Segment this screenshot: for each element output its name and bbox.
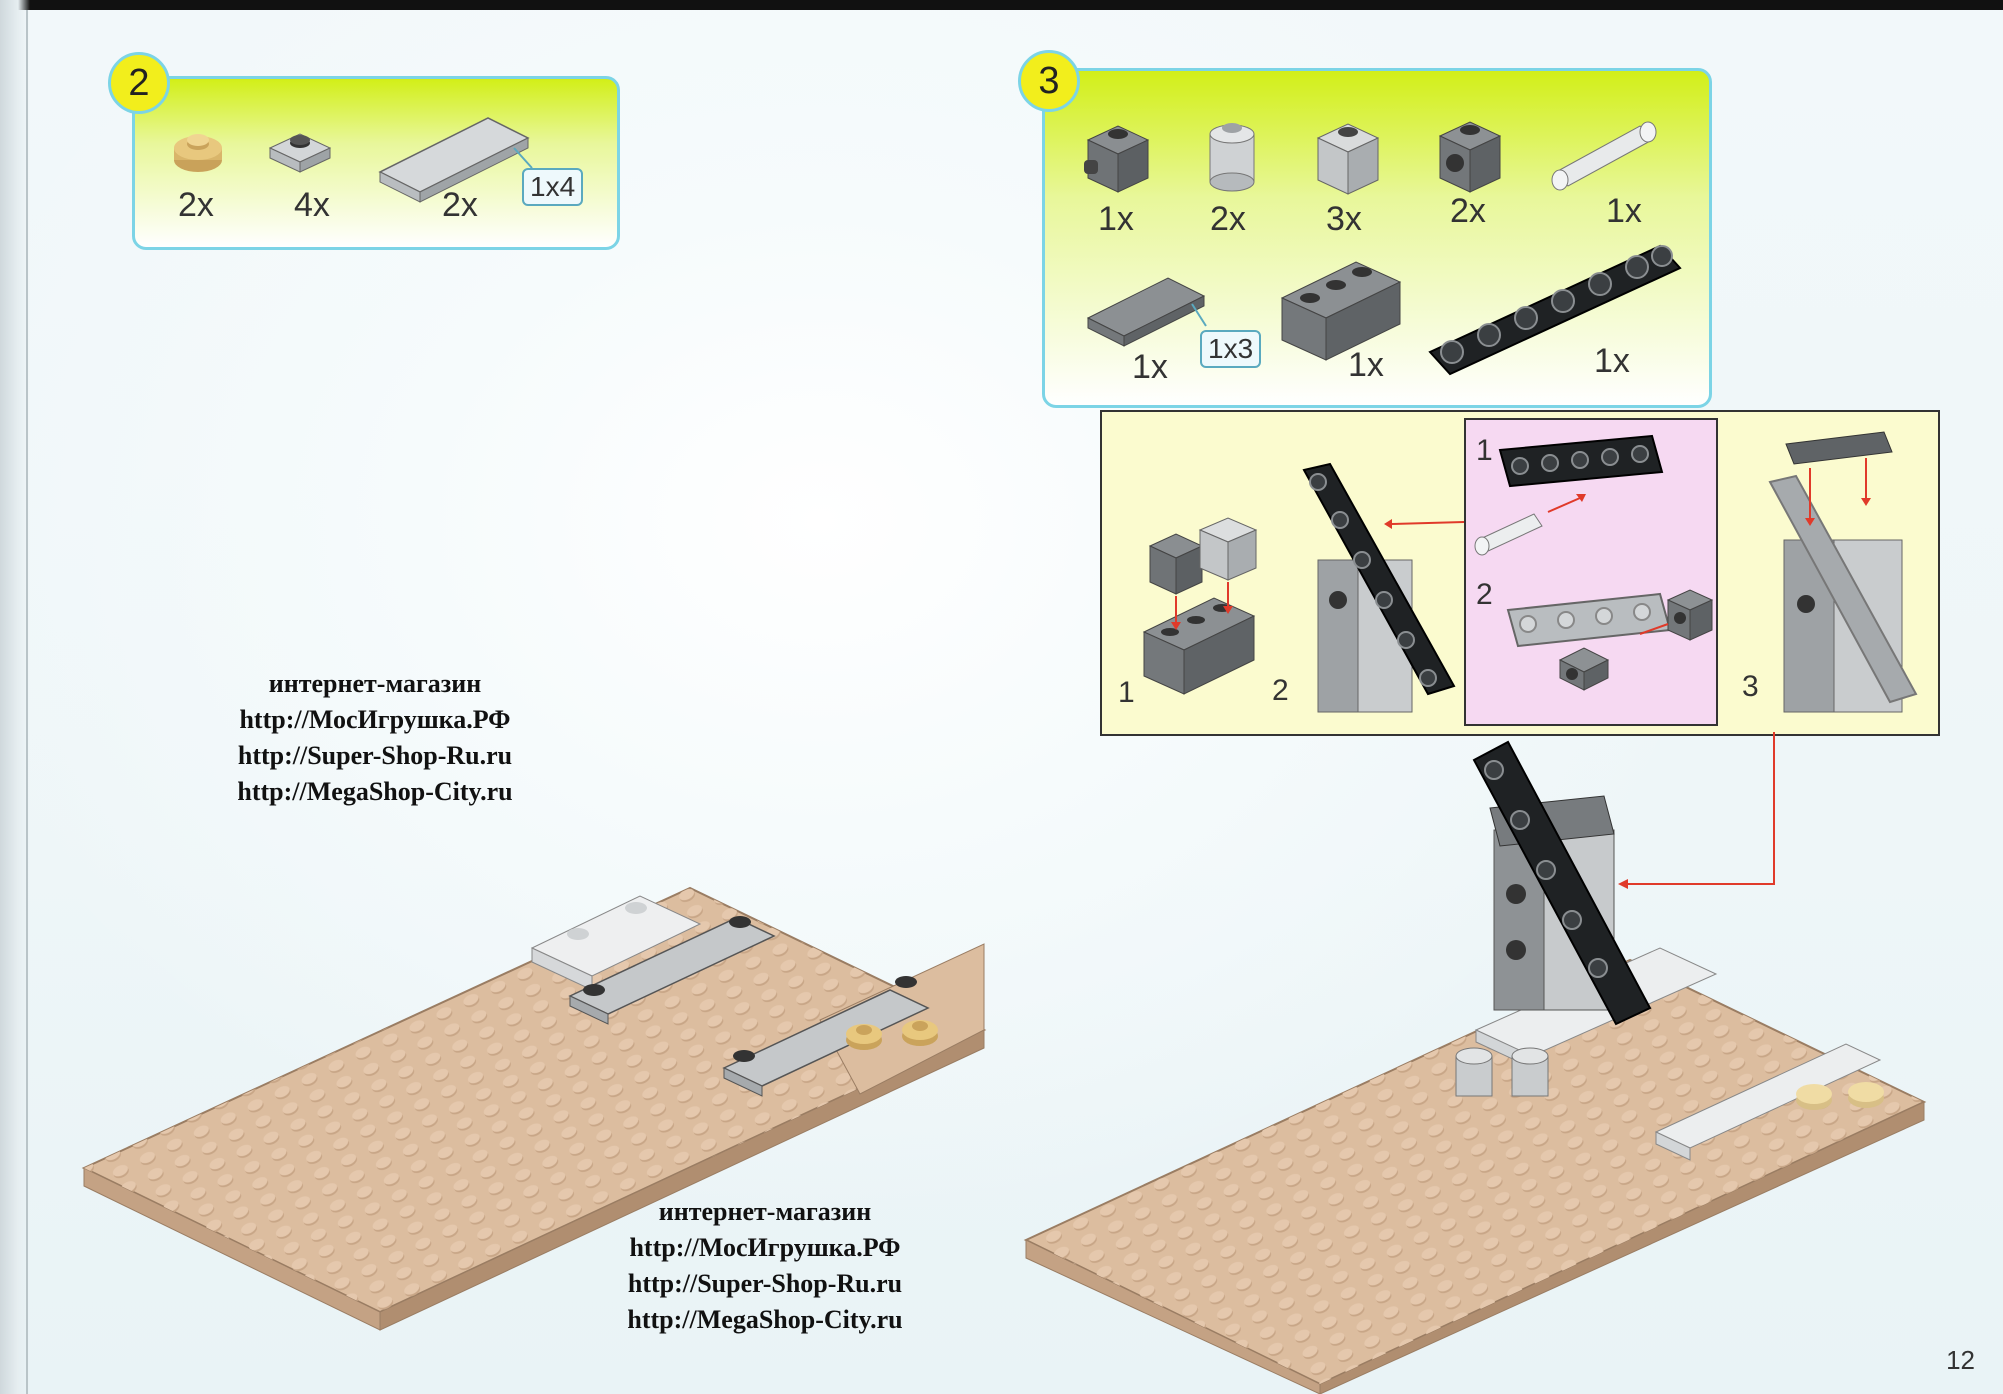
step-3-qty-2: 2x (1210, 200, 1246, 238)
step-2-baseplate-model (81, 886, 987, 1331)
step-3-qty-4: 2x (1450, 192, 1486, 230)
scan-top-edge (0, 0, 2003, 10)
subassembly-3-tower (1768, 431, 1918, 713)
tile-1x3-dark-icon (1086, 277, 1207, 347)
step-3-badge: 3 (1018, 50, 1080, 112)
step-3-parts-box (1042, 68, 1712, 408)
tile-1x4-gray-icon (378, 117, 533, 203)
round-brick-1x1-gray-icon (1209, 123, 1255, 192)
subassembly-2-tower (1302, 462, 1465, 713)
brick-1x1-gray-icon (1316, 123, 1380, 195)
subassembly-pink-beam-pin (1474, 434, 1714, 691)
step-2-qty-3: 2x (442, 186, 478, 224)
brick-1x1-clip-dark-icon (1084, 125, 1150, 193)
step-2-badge: 2 (108, 52, 170, 114)
shop-info-block-1: интернет-магазин http://МосИгрушка.РФ ht… (190, 666, 560, 810)
step-3-qty-3: 3x (1326, 200, 1362, 238)
step-3-size-callout: 1x3 (1200, 330, 1262, 368)
technic-beam-7-black-icon (1428, 244, 1682, 376)
technic-pin-icon (1551, 121, 1657, 191)
page-gutter (0, 0, 30, 1394)
step-3-qty-6: 1x (1132, 348, 1168, 386)
shop-1-line-1: интернет-магазин (268, 669, 482, 698)
step-2-qty-2: 4x (294, 186, 330, 224)
step-3-qty-7: 1x (1348, 346, 1384, 384)
page-edge-line (26, 10, 28, 1394)
shop-1-line-4: http://MegaShop-City.ru (237, 777, 513, 806)
page-number: 12 (1946, 1345, 1975, 1375)
plate-1x1-gray-icon (268, 133, 332, 173)
round-plate-1x1-tan-icon (174, 134, 222, 172)
step-2-size-callout: 1x4 (522, 168, 584, 206)
shop-2-line-2: http://МосИгрушка.РФ (629, 1233, 901, 1262)
shop-2-line-4: http://MegaShop-City.ru (627, 1305, 903, 1334)
shop-1-line-2: http://МосИгрушка.РФ (239, 705, 511, 734)
substep-label-pink-1: 1 (1476, 434, 1493, 467)
substep-label-1: 1 (1118, 676, 1135, 709)
shop-info-block-2: интернет-магазин http://МосИгрушка.РФ ht… (580, 1194, 950, 1338)
step-3-baseplate-model (1023, 732, 1927, 1394)
substep-label-pink-2: 2 (1476, 578, 1493, 611)
step-3-qty-5: 1x (1606, 192, 1642, 230)
brick-1x3-dark-icon (1280, 261, 1402, 361)
step-3-qty-1: 1x (1098, 200, 1134, 238)
subassembly-1-bricks (1142, 517, 1258, 695)
step-2-qty-1: 2x (178, 186, 214, 224)
shop-2-line-1: интернет-магазин (658, 1197, 872, 1226)
shop-2-line-3: http://Super-Shop-Ru.ru (627, 1269, 903, 1298)
technic-brick-1x1-dark-icon (1438, 121, 1502, 193)
shop-1-line-3: http://Super-Shop-Ru.ru (237, 741, 513, 770)
substep-label-3: 3 (1742, 670, 1759, 703)
step-3-qty-8: 1x (1594, 342, 1630, 380)
substep-label-2: 2 (1272, 674, 1289, 707)
